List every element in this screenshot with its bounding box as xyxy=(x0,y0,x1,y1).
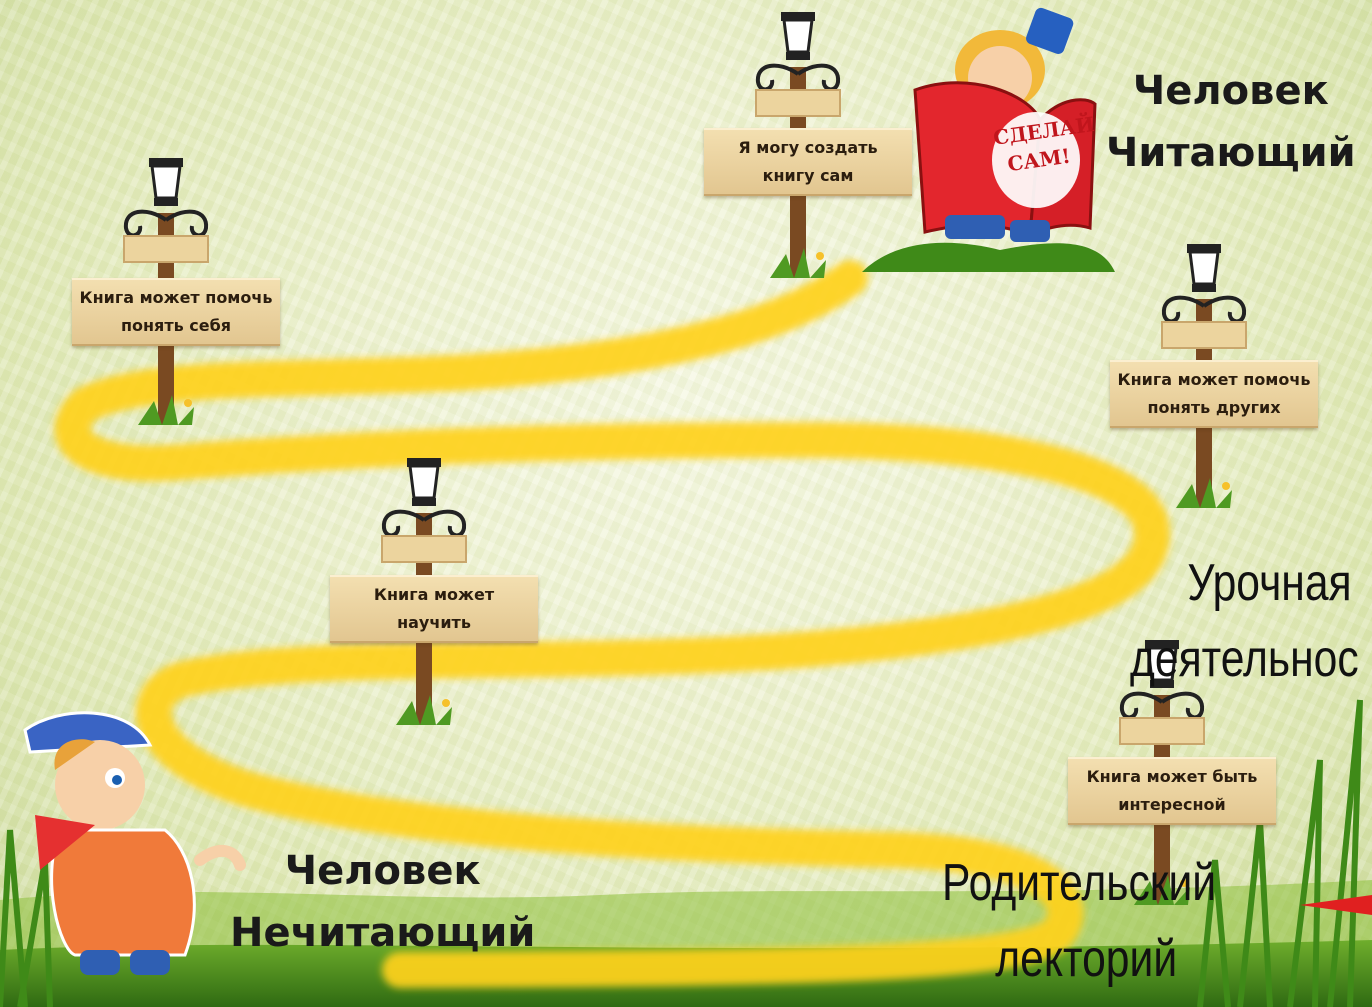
goal-title: Человек Читающий xyxy=(1106,60,1356,184)
lamp-post xyxy=(123,158,209,425)
parents-line1: Родительский xyxy=(942,854,1217,912)
arrow-pointer xyxy=(1300,895,1372,915)
sign-text-line2: понять себя xyxy=(120,316,232,335)
sign-understand-self: Книга может помочь понять себя xyxy=(72,278,280,346)
lesson-line2: деятельнос xyxy=(1130,630,1359,688)
sign-text-line1: Я могу создать xyxy=(738,138,878,157)
sign-text-line1: Книга может xyxy=(373,585,495,604)
parents-line2: лекторий xyxy=(995,930,1178,988)
sign-interesting: Книга может быть интересной xyxy=(1068,757,1276,825)
sign-text-line2: понять других xyxy=(1147,398,1281,417)
standing-boy-illustration xyxy=(23,711,246,975)
sign-text-line2: научить xyxy=(397,613,471,632)
book-cover-text: СДЕЛАЙ САМ! xyxy=(992,112,1096,179)
start-line2: Нечитающий xyxy=(230,910,536,956)
start-title: Человек Нечитающий xyxy=(230,840,535,964)
lesson-label: Урочная деятельнос xyxy=(1130,545,1359,697)
sign-text-line1: Книга может быть xyxy=(1086,767,1258,786)
sign-text-line2: книгу сам xyxy=(762,166,854,185)
sign-text-line1: Книга может помочь xyxy=(79,288,273,307)
reading-boy-illustration xyxy=(862,7,1115,272)
goal-line2: Читающий xyxy=(1106,130,1356,176)
sign-create-book: Я могу создать книгу сам xyxy=(704,128,912,196)
sign-understand-others: Книга может помочь понять других xyxy=(1110,360,1318,428)
yellow-path xyxy=(54,260,1170,988)
goal-line1: Человек xyxy=(1132,68,1329,114)
parents-label: Родительский лекторий xyxy=(942,845,1216,997)
sign-text-line2: интересной xyxy=(1118,795,1226,814)
start-line1: Человек xyxy=(284,848,481,894)
sign-teach: Книга может научить xyxy=(330,575,538,643)
lesson-line1: Урочная xyxy=(1187,554,1352,612)
sign-text-line1: Книга может помочь xyxy=(1117,370,1311,389)
